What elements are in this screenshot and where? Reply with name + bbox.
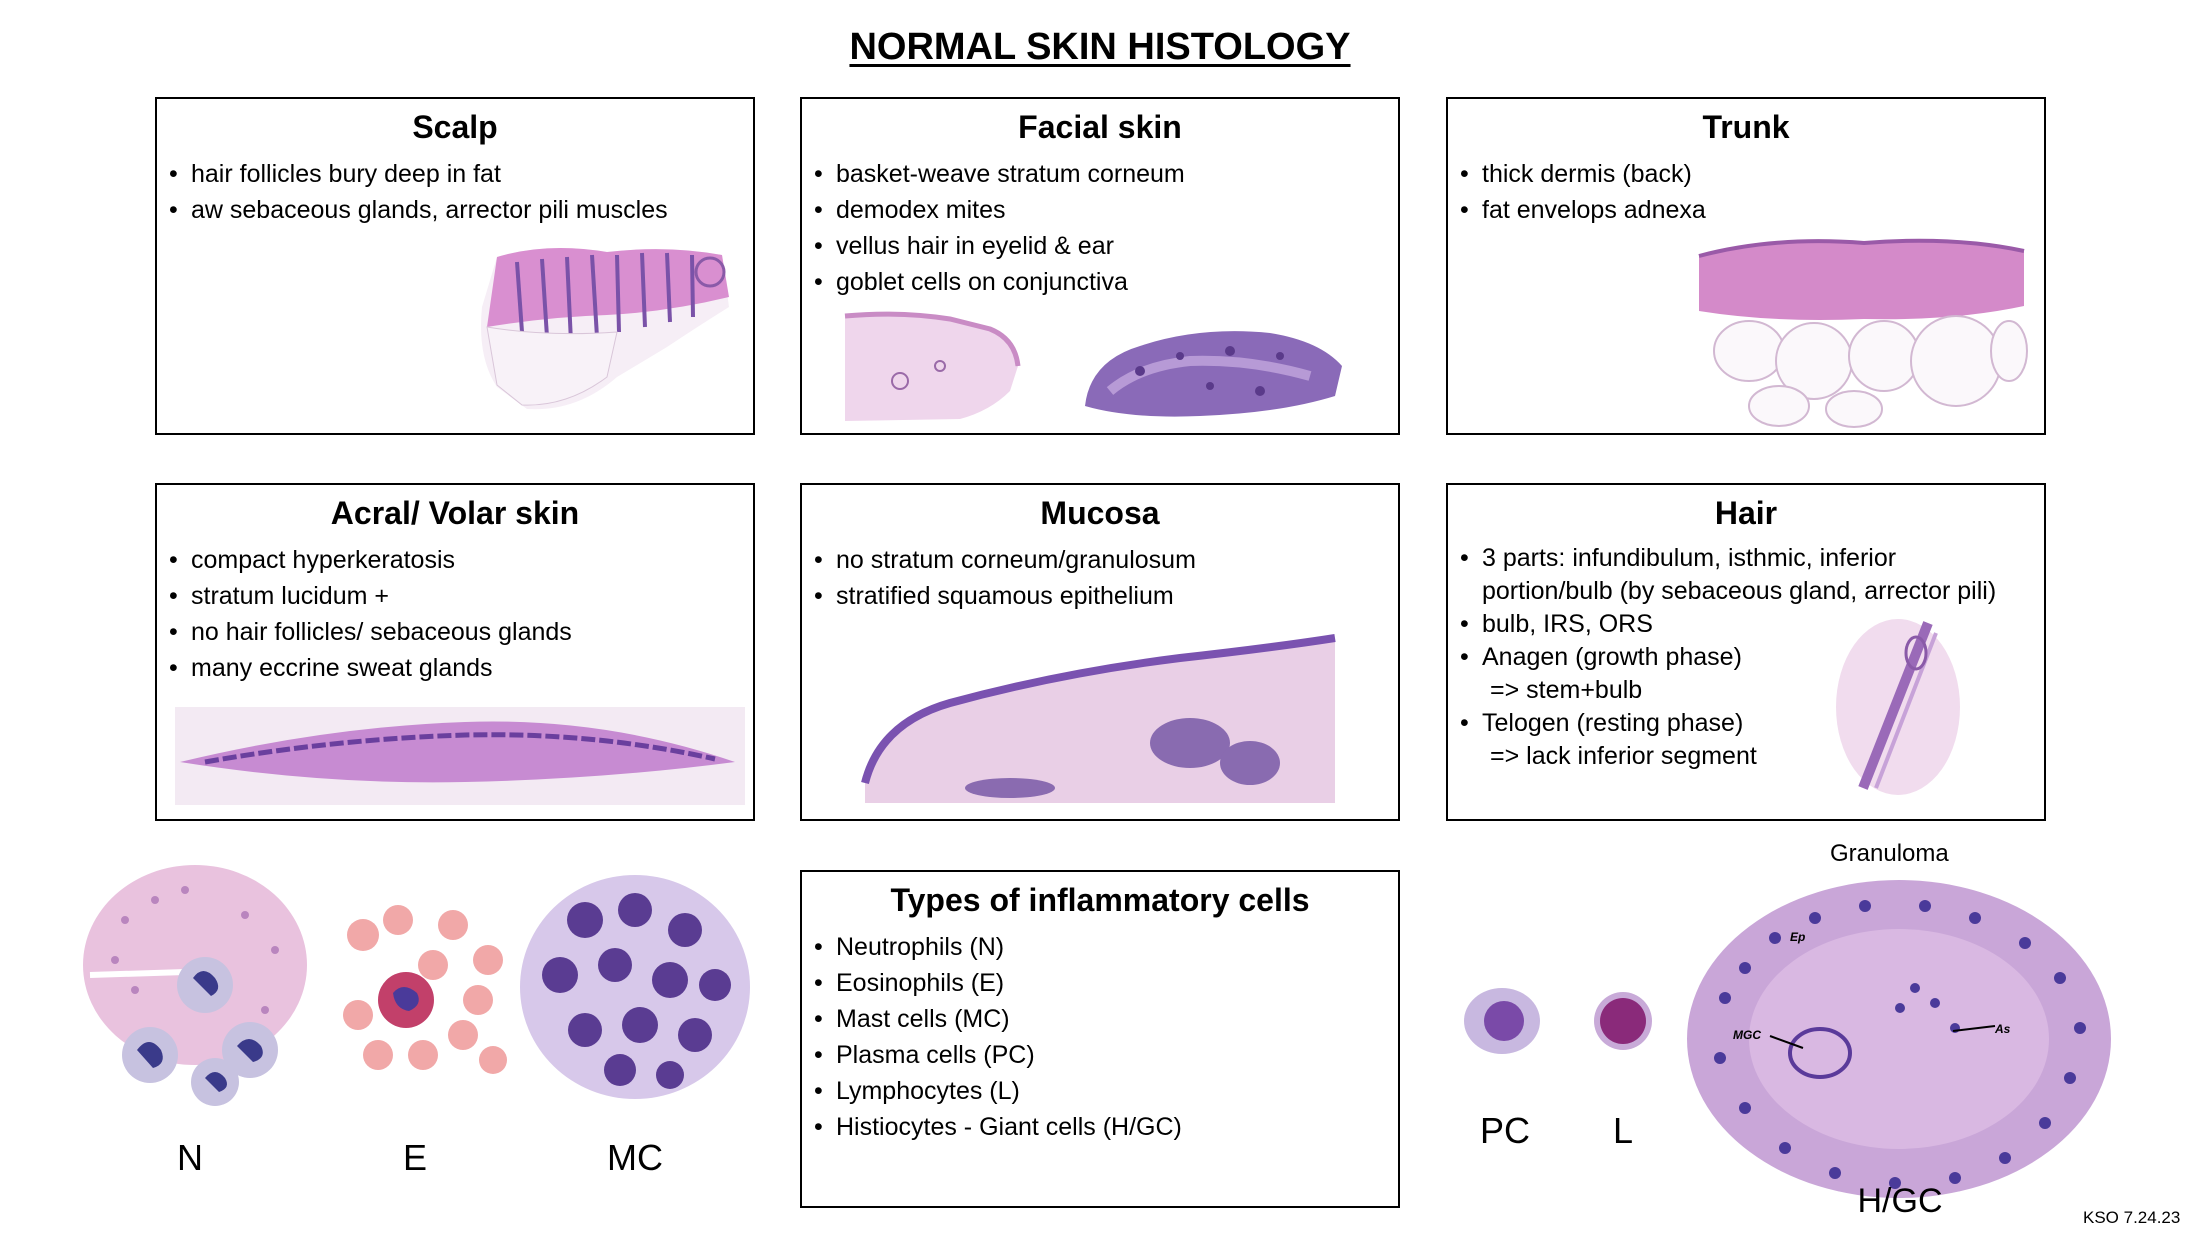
scalp-box: Scalp hair follicles bury deep in fat aw… bbox=[155, 97, 755, 435]
facial-skin-heading: Facial skin bbox=[1018, 109, 1182, 145]
list-item: Neutrophils (N) bbox=[814, 929, 1398, 965]
list-item: Mast cells (MC) bbox=[814, 1001, 1398, 1037]
list-item: bulb, IRS, ORS bbox=[1460, 608, 2044, 641]
list-item-line: bulb, IRS, ORS bbox=[1482, 610, 1653, 638]
inflammatory-cells-heading: Types of inflammatory cells bbox=[890, 882, 1310, 918]
mucosa-heading: Mucosa bbox=[1040, 495, 1160, 531]
list-item: hair follicles bury deep in fat bbox=[169, 156, 753, 192]
list-item-line: => stem+bulb bbox=[1490, 676, 1643, 704]
granuloma-image bbox=[1687, 880, 2111, 1198]
plasma-cell-label: PC bbox=[1479, 1110, 1530, 1151]
list-item: vellus hair in eyelid & ear bbox=[814, 228, 1398, 264]
facial-skin-box: Facial skin basket-weave stratum corneum… bbox=[800, 97, 1400, 435]
scalp-list: hair follicles bury deep in fat aw sebac… bbox=[157, 156, 753, 228]
lymphocyte-label: L bbox=[1612, 1110, 1634, 1151]
histiocyte-giant-cell-label: H/GC bbox=[1857, 1182, 1943, 1220]
list-item: Plasma cells (PC) bbox=[814, 1037, 1398, 1073]
list-item: compact hyperkeratosis bbox=[169, 542, 753, 578]
list-item: Lymphocytes (L) bbox=[814, 1073, 1398, 1109]
hair-box: Hair 3 parts: infundibulum, isthmic, inf… bbox=[1446, 483, 2046, 821]
granuloma-as-label: As bbox=[1995, 1022, 2011, 1036]
list-item-line: Telogen (resting phase) bbox=[1482, 709, 1744, 737]
mucosa-histology-image bbox=[861, 634, 1336, 803]
list-item: many eccrine sweat glands bbox=[169, 650, 753, 686]
neutrophil-label: N bbox=[177, 1137, 203, 1178]
list-item: basket-weave stratum corneum bbox=[814, 156, 1398, 192]
footer-credit: KSO 7.24.23 bbox=[2083, 1208, 2181, 1227]
mucosa-box: Mucosa no stratum corneum/granulosum str… bbox=[800, 483, 1400, 821]
trunk-histology-image bbox=[1698, 238, 2028, 428]
list-item: Anagen (growth phase) => stem+bulb bbox=[1460, 641, 2044, 707]
inflammatory-cells-list: Neutrophils (N) Eosinophils (E) Mast cel… bbox=[802, 929, 1398, 1145]
list-item: Telogen (resting phase) => lack inferior… bbox=[1460, 707, 2044, 773]
list-item: goblet cells on conjunctiva bbox=[814, 264, 1398, 300]
granuloma-title: Granuloma bbox=[1830, 840, 1949, 867]
mucosa-list: no stratum corneum/granulosum stratified… bbox=[802, 542, 1398, 614]
list-item: Histiocytes - Giant cells (H/GC) bbox=[814, 1109, 1398, 1145]
facial-skin-list: basket-weave stratum corneum demodex mit… bbox=[802, 156, 1398, 300]
hair-follicle-image bbox=[1836, 619, 1960, 795]
list-item: stratified squamous epithelium bbox=[814, 578, 1398, 614]
trunk-heading: Trunk bbox=[1702, 109, 1790, 145]
page-title: NORMAL SKIN HISTOLOGY bbox=[849, 26, 1351, 68]
list-item: demodex mites bbox=[814, 192, 1398, 228]
list-item: no hair follicles/ sebaceous glands bbox=[169, 614, 753, 650]
granuloma-mgc-label: MGC bbox=[1733, 1028, 1761, 1042]
list-item-line: 3 parts: infundibulum, isthmic, inferior bbox=[1482, 544, 1897, 572]
scalp-histology-image bbox=[481, 248, 729, 410]
list-item-line: => lack inferior segment bbox=[1490, 742, 1757, 770]
neutrophil-image bbox=[83, 865, 307, 1106]
mast-cell-label: MC bbox=[607, 1137, 663, 1178]
list-item: fat envelops adnexa bbox=[1460, 192, 2044, 228]
eosinophil-label: E bbox=[402, 1137, 427, 1178]
trunk-list: thick dermis (back) fat envelops adnexa bbox=[1448, 156, 2044, 228]
inflammatory-cells-box: Types of inflammatory cells Neutrophils … bbox=[800, 870, 1400, 1208]
hair-heading: Hair bbox=[1714, 495, 1778, 531]
scalp-heading: Scalp bbox=[412, 109, 498, 145]
list-item: Eosinophils (E) bbox=[814, 965, 1398, 1001]
mast-cell-image bbox=[520, 875, 750, 1099]
plasma-cell-image bbox=[1464, 988, 1540, 1054]
facial-skin-image-right bbox=[1085, 331, 1342, 417]
list-item: stratum lucidum + bbox=[169, 578, 753, 614]
acral-volar-histology-image bbox=[175, 707, 745, 805]
acral-volar-heading: Acral/ Volar skin bbox=[330, 495, 580, 531]
eosinophil-image bbox=[343, 905, 507, 1074]
list-item: no stratum corneum/granulosum bbox=[814, 542, 1398, 578]
list-item-line: Anagen (growth phase) bbox=[1482, 643, 1742, 671]
list-item: 3 parts: infundibulum, isthmic, inferior… bbox=[1460, 542, 2044, 608]
facial-skin-image-left bbox=[844, 311, 1021, 421]
trunk-box: Trunk thick dermis (back) fat envelops a… bbox=[1446, 97, 2046, 435]
list-item-line: portion/bulb (by sebaceous gland, arrect… bbox=[1482, 577, 1997, 605]
acral-volar-list: compact hyperkeratosis stratum lucidum +… bbox=[157, 542, 753, 686]
list-item: aw sebaceous glands, arrector pili muscl… bbox=[169, 192, 753, 228]
acral-volar-box: Acral/ Volar skin compact hyperkeratosis… bbox=[155, 483, 755, 821]
lymphocyte-image bbox=[1594, 992, 1652, 1050]
hair-list: 3 parts: infundibulum, isthmic, inferior… bbox=[1448, 542, 2044, 773]
granuloma-ep-label: Ep bbox=[1790, 930, 1806, 944]
list-item: thick dermis (back) bbox=[1460, 156, 2044, 192]
